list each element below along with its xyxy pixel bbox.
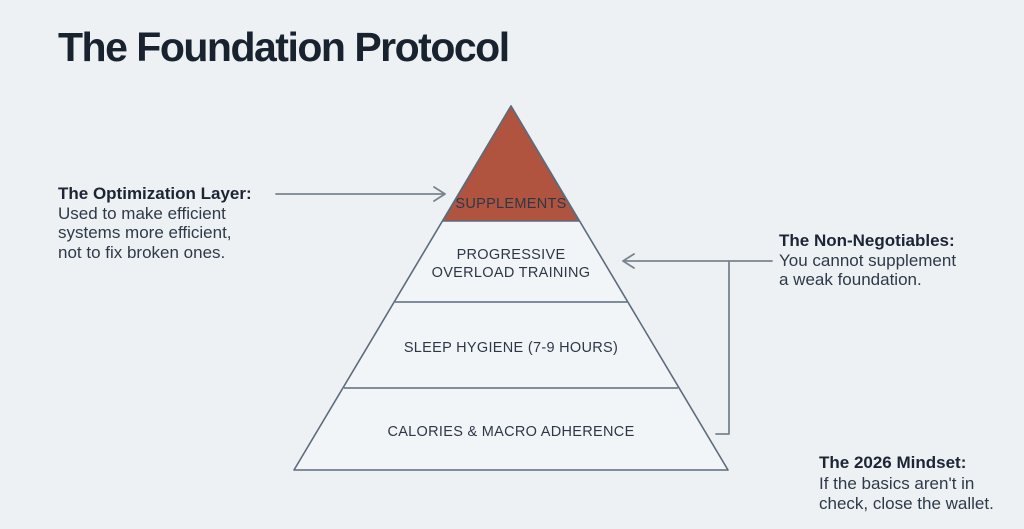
annotation-non-negotiables-heading: The Non-Negotiables: (779, 231, 955, 250)
annotation-optimization-body: Used to make efficient systems more effi… (58, 203, 232, 262)
annotation-non-negotiables-body: You cannot supplement a weak foundation. (779, 250, 957, 290)
annotation-optimization-heading: The Optimization Layer: (58, 184, 252, 203)
annotation-2026-mindset-heading: The 2026 Mindset: (819, 453, 967, 472)
non-negotiables-bracket-arrow (622, 253, 773, 435)
annotation-2026-mindset-body: If the basics aren't in check, close the… (819, 473, 994, 514)
optimization-arrow (275, 186, 446, 202)
annotation-non-negotiables: The Non-Negotiables: You cannot suppleme… (779, 231, 956, 290)
page-title: The Foundation Protocol (58, 24, 510, 70)
annotation-optimization-layer: The Optimization Layer: Used to make eff… (58, 184, 252, 262)
pyramid-outline (293, 105, 729, 471)
pyramid-apex-supplements (442, 105, 580, 222)
pyramid-layer-label-supplements: SUPPLEMENTS (455, 196, 567, 212)
pyramid-layer-label-training: PROGRESSIVE OVERLOAD TRAINING (431, 247, 591, 281)
pyramid-layer-label-sleep: SLEEP HYGIENE (7-9 HOURS) (403, 340, 619, 356)
pyramid-layer-label-calories: CALORIES & MACRO ADHERENCE (387, 424, 635, 440)
annotation-2026-mindset: The 2026 Mindset: If the basics aren't i… (819, 453, 994, 515)
